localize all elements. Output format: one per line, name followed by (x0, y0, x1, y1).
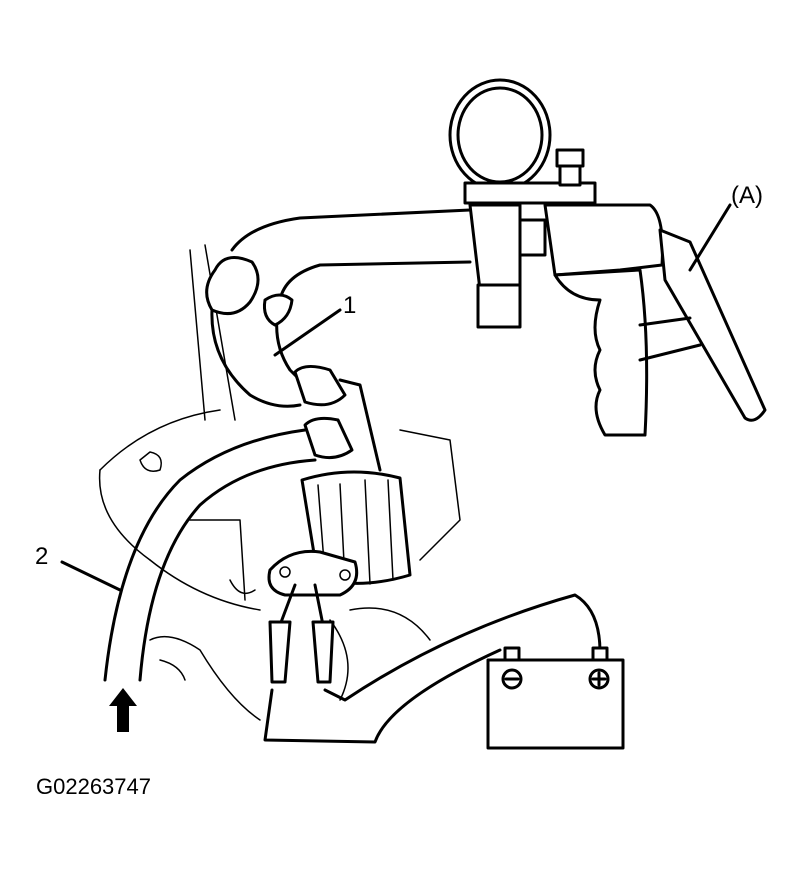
test-leads (263, 583, 602, 744)
vacuum-pump (448, 78, 767, 437)
hose-1 (205, 208, 472, 408)
hose-2-label: 2 (35, 543, 49, 570)
solenoid-valve (267, 470, 412, 597)
hose-2 (103, 428, 317, 682)
pump-label: (A) (731, 182, 763, 209)
leader-lines (60, 203, 732, 592)
hose-clamps (293, 365, 382, 472)
battery (486, 646, 625, 750)
figure-code: G02263747 (36, 774, 151, 799)
hose-1-label: 1 (343, 292, 357, 319)
engine-background (98, 244, 461, 721)
flow-arrow-icon (109, 688, 137, 732)
